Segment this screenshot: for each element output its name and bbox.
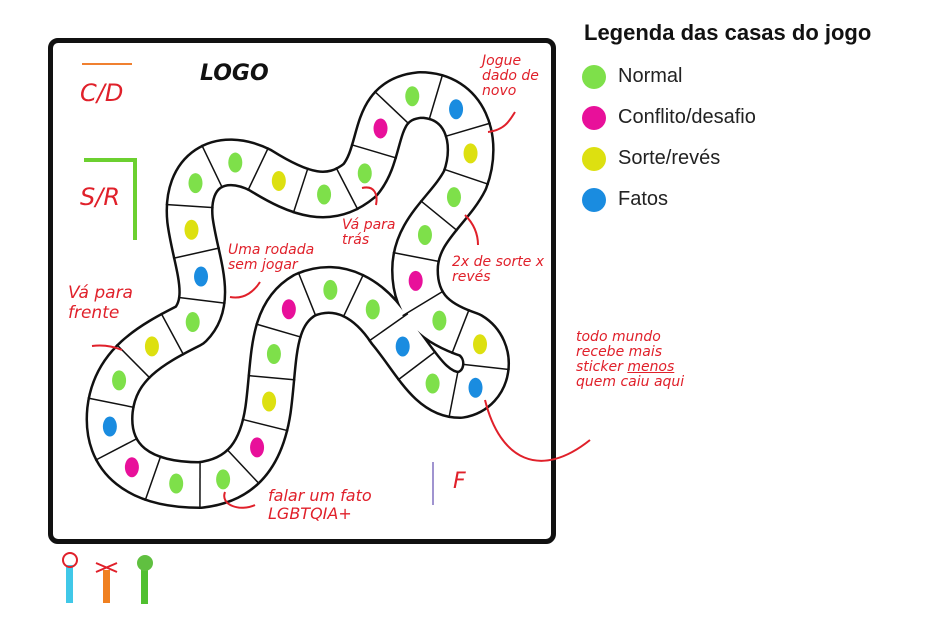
board-space-normal xyxy=(432,310,447,331)
space-divider xyxy=(165,203,214,209)
cd-label: C/D xyxy=(80,79,124,107)
board-space-sorte xyxy=(184,219,199,240)
board-space-normal xyxy=(323,279,338,300)
board-space-normal xyxy=(317,184,332,205)
board-space-conflito xyxy=(124,457,139,478)
note-2x-sorte-reves: 2x de sorte x revés xyxy=(452,254,545,285)
board-space-fatos xyxy=(449,99,464,120)
note-quem: quem caiu aqui xyxy=(576,374,685,390)
board-space-normal xyxy=(188,173,203,194)
board-space-normal xyxy=(228,152,243,173)
space-divider xyxy=(461,363,510,371)
legend-item-normal: Normal xyxy=(582,56,871,97)
space-divider xyxy=(428,73,444,121)
note-uma-rodada: Uma rodada sem jogar xyxy=(228,242,315,273)
board-space-normal xyxy=(357,163,372,184)
track-inner xyxy=(88,73,508,507)
board-space-sorte xyxy=(473,334,488,355)
space-divider xyxy=(144,455,162,502)
note-va-para-tras: Vá para trás xyxy=(342,217,396,248)
legend-title: Legenda das casas do jogo xyxy=(584,20,872,45)
board-space-sorte xyxy=(271,170,286,191)
board-space-fatos xyxy=(194,266,209,287)
board-space-conflito xyxy=(408,270,423,291)
note-falar-fato: falar um fato LGBTQIA+ xyxy=(268,486,372,523)
space-divider xyxy=(402,290,445,317)
space-divider xyxy=(160,312,185,356)
board-space-normal xyxy=(216,469,231,490)
board-space-sorte xyxy=(463,143,478,164)
space-divider xyxy=(350,143,398,159)
legend-label: Sorte/revés xyxy=(618,147,721,169)
space-divider xyxy=(342,273,365,318)
space-divider xyxy=(200,144,224,189)
board-space-conflito xyxy=(373,118,388,139)
space-divider xyxy=(368,313,409,342)
space-divider xyxy=(116,343,151,379)
space-divider xyxy=(444,122,491,138)
legend-label: Conflito/desafio xyxy=(618,106,756,128)
legend-dot xyxy=(582,64,606,89)
note-va-para-frente: Vá para frente xyxy=(68,283,133,323)
space-divider xyxy=(94,437,139,462)
legend-item-fatos: Fatos xyxy=(582,179,871,220)
board-spaces xyxy=(87,73,510,510)
legend-dot xyxy=(582,187,606,212)
space-divider xyxy=(255,323,302,339)
board-space-sorte xyxy=(262,391,277,412)
space-divider xyxy=(419,199,458,232)
space-divider xyxy=(292,167,309,214)
space-divider xyxy=(443,168,490,186)
board-space-normal xyxy=(112,370,127,391)
game-board xyxy=(48,38,556,544)
board-space-normal xyxy=(169,473,184,494)
space-divider xyxy=(247,147,270,192)
space-divider xyxy=(172,247,220,260)
board-space-normal xyxy=(405,86,420,107)
logo: LOGO xyxy=(200,61,269,86)
flag-label: F xyxy=(453,469,466,494)
space-divider xyxy=(335,167,359,211)
legend: Legenda das casas do jogo Normal Conflit… xyxy=(582,20,871,220)
board-space-normal xyxy=(365,299,380,320)
note-menos: menos xyxy=(627,359,675,375)
figurines xyxy=(62,552,153,604)
note-todo-mundo-text: todo mundo recebe mais sticker xyxy=(576,329,663,375)
space-divider xyxy=(397,350,437,381)
board-space-conflito xyxy=(250,437,265,458)
board-space-normal xyxy=(417,224,432,245)
board-space-normal xyxy=(425,373,440,394)
note-jogue-dado: Jogue dado de novo xyxy=(482,53,539,99)
board-space-normal xyxy=(185,312,200,333)
board-space-fatos xyxy=(468,377,483,398)
legend-dot xyxy=(582,105,606,130)
board-space-normal xyxy=(446,187,461,208)
space-divider xyxy=(451,308,470,355)
space-divider xyxy=(448,370,459,419)
note-todo-mundo: todo mundo recebe mais sticker menos que… xyxy=(576,330,706,390)
legend-item-conflito: Conflito/desafio xyxy=(582,97,871,138)
board-space-fatos xyxy=(395,336,410,357)
space-divider xyxy=(87,397,135,409)
space-divider xyxy=(226,448,261,485)
legend-dot xyxy=(582,146,606,171)
space-divider xyxy=(177,296,226,304)
space-divider xyxy=(373,90,410,125)
space-divider xyxy=(247,374,296,381)
board-space-sorte xyxy=(144,336,159,357)
board-space-fatos xyxy=(102,416,117,437)
legend-item-sorte: Sorte/revés xyxy=(582,138,871,179)
sr-label: S/R xyxy=(80,183,120,211)
space-divider xyxy=(392,251,440,263)
annotation-arrows xyxy=(91,111,591,509)
space-divider xyxy=(241,418,289,432)
sr-bracket xyxy=(84,158,137,240)
legend-label: Fatos xyxy=(618,188,669,210)
board-space-conflito xyxy=(281,299,296,320)
legend-label: Normal xyxy=(618,65,683,87)
space-divider xyxy=(297,271,317,317)
board-space-normal xyxy=(266,343,281,364)
